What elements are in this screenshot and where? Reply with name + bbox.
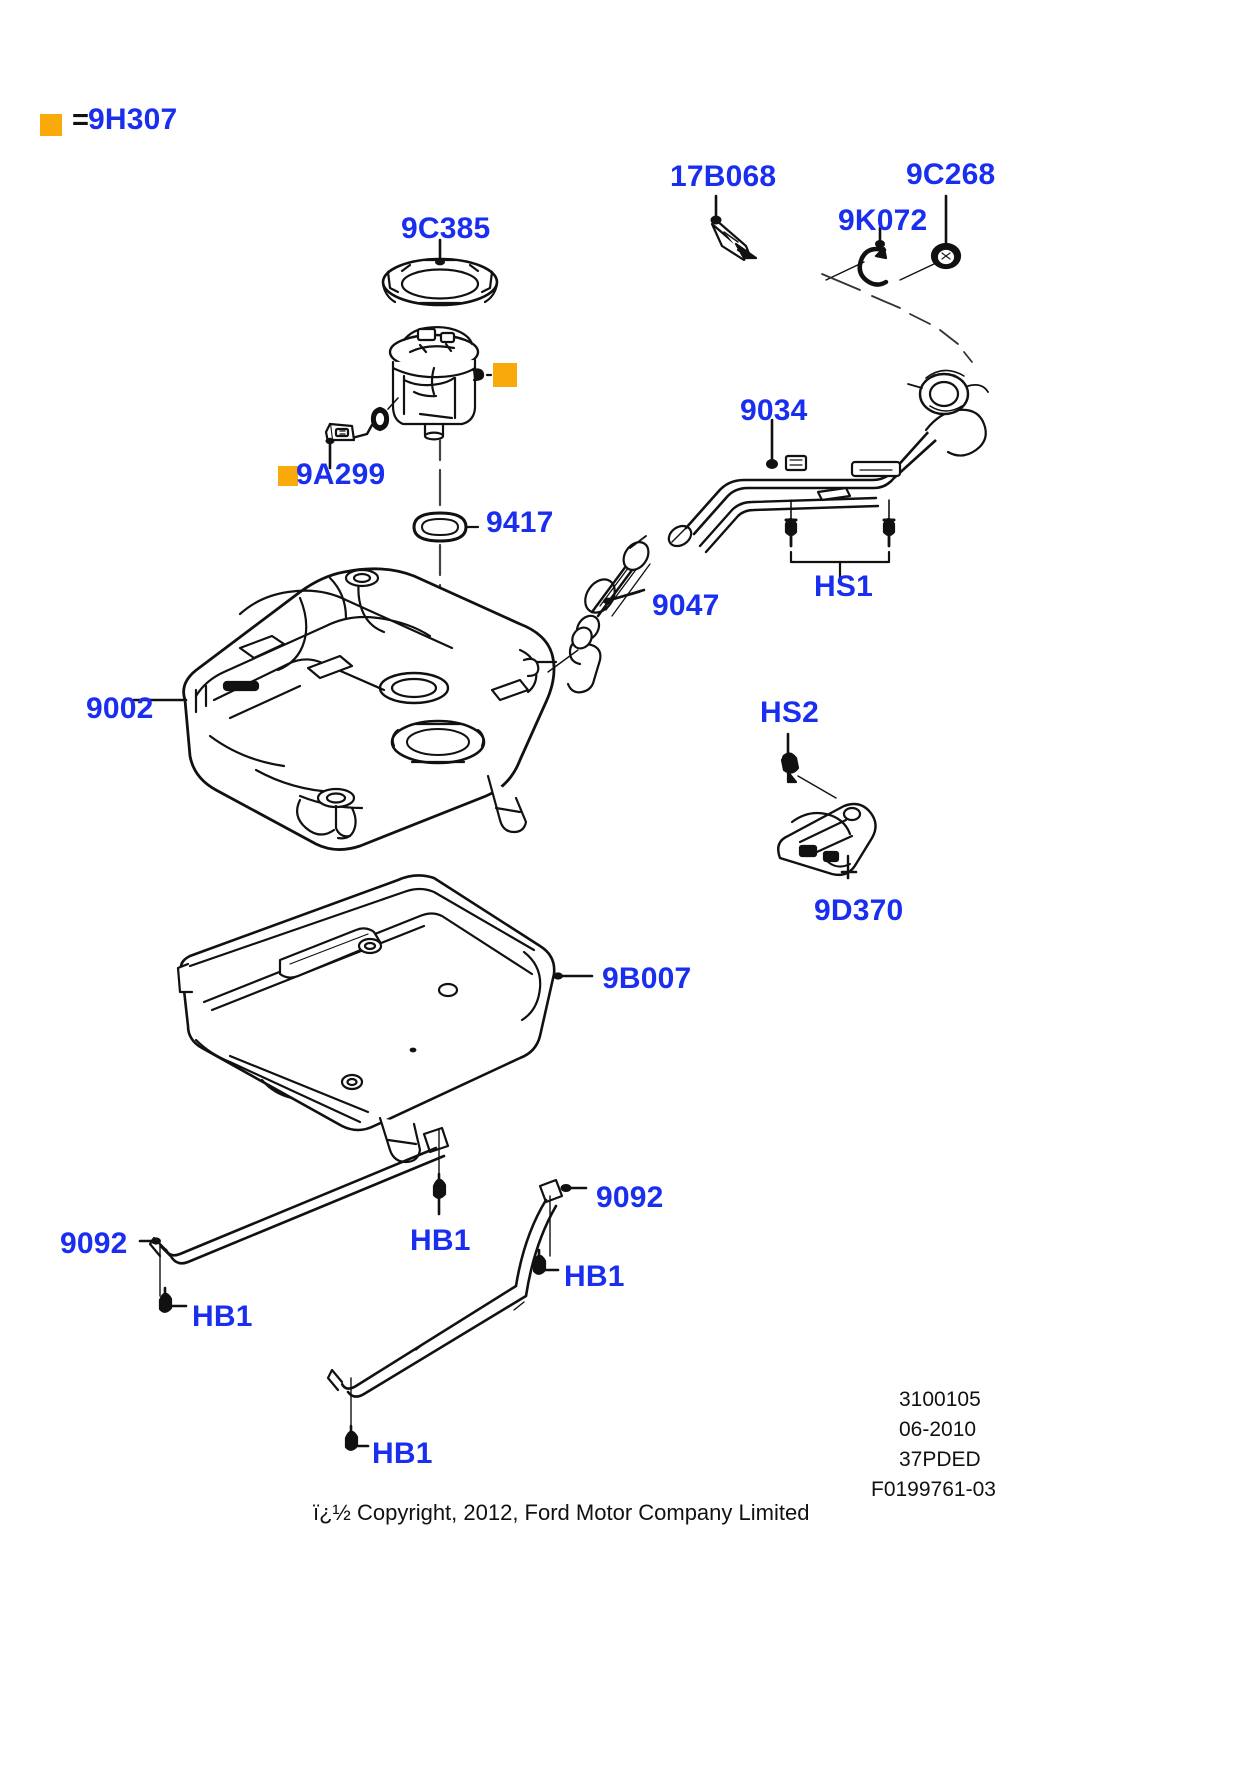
copyright-notice: ï¿½ Copyright, 2012, Ford Motor Company …	[313, 1500, 810, 1525]
marker-9H307-pump	[493, 363, 517, 387]
callout-9C268: 9C268	[906, 158, 996, 191]
drawing-date: 06-2010	[899, 1418, 977, 1441]
callout-17B068: 17B068	[670, 160, 777, 193]
part-HS1-fasteners	[784, 499, 896, 580]
callout-HS1: HS1	[814, 570, 873, 603]
callout-9C385: 9C385	[401, 212, 491, 245]
marker-9A299-label	[278, 466, 298, 486]
part-9C268-grommet	[899, 194, 962, 281]
part-9A299-fuel-level-sender	[324, 397, 399, 470]
callout-9047: 9047	[652, 589, 720, 622]
callout-9D370: 9D370	[814, 894, 904, 927]
part-9092-strap-right	[326, 1178, 588, 1451]
drawing-code: 37PDED	[899, 1448, 981, 1471]
part-9K072-retainer-clip	[825, 226, 889, 287]
part-9047-fuel-hose	[547, 535, 651, 694]
callout-9034: 9034	[740, 394, 808, 427]
callout-HB1-center: HB1	[410, 1224, 471, 1257]
part-9B007-heat-shield	[176, 874, 594, 1164]
part-9D370-bracket	[777, 802, 877, 880]
callout-9A299: 9A299	[296, 458, 386, 491]
part-9092-strap-left	[138, 1126, 450, 1313]
part-9H307-fuel-pump-module	[388, 326, 498, 441]
legend-orange-square-marker	[40, 114, 62, 136]
part-9C385-lock-ring	[381, 238, 499, 307]
part-17B068-clip	[710, 194, 758, 262]
callout-HB1-bottom: HB1	[372, 1437, 433, 1470]
callout-HS2: HS2	[760, 696, 819, 729]
legend-part-number: 9H307	[88, 103, 178, 136]
part-9417-o-ring	[412, 511, 480, 543]
callout-HB1-right: HB1	[564, 1260, 625, 1293]
callout-9417: 9417	[486, 506, 554, 539]
part-9002-fuel-tank	[132, 567, 558, 851]
drawing-number: 3100105	[899, 1388, 981, 1411]
callout-9092-left: 9092	[60, 1227, 128, 1260]
callout-9092-right: 9092	[596, 1181, 664, 1214]
part-9034-fuel-line	[667, 369, 989, 554]
callout-9K072: 9K072	[838, 204, 928, 237]
part-HS2-fastener	[780, 732, 837, 799]
callout-9B007: 9B007	[602, 962, 692, 995]
callout-HB1-left: HB1	[192, 1300, 253, 1333]
drawing-revision: F0199761-03	[871, 1478, 996, 1501]
callout-9002: 9002	[86, 692, 154, 725]
legend-equals-sign: =	[72, 104, 89, 136]
